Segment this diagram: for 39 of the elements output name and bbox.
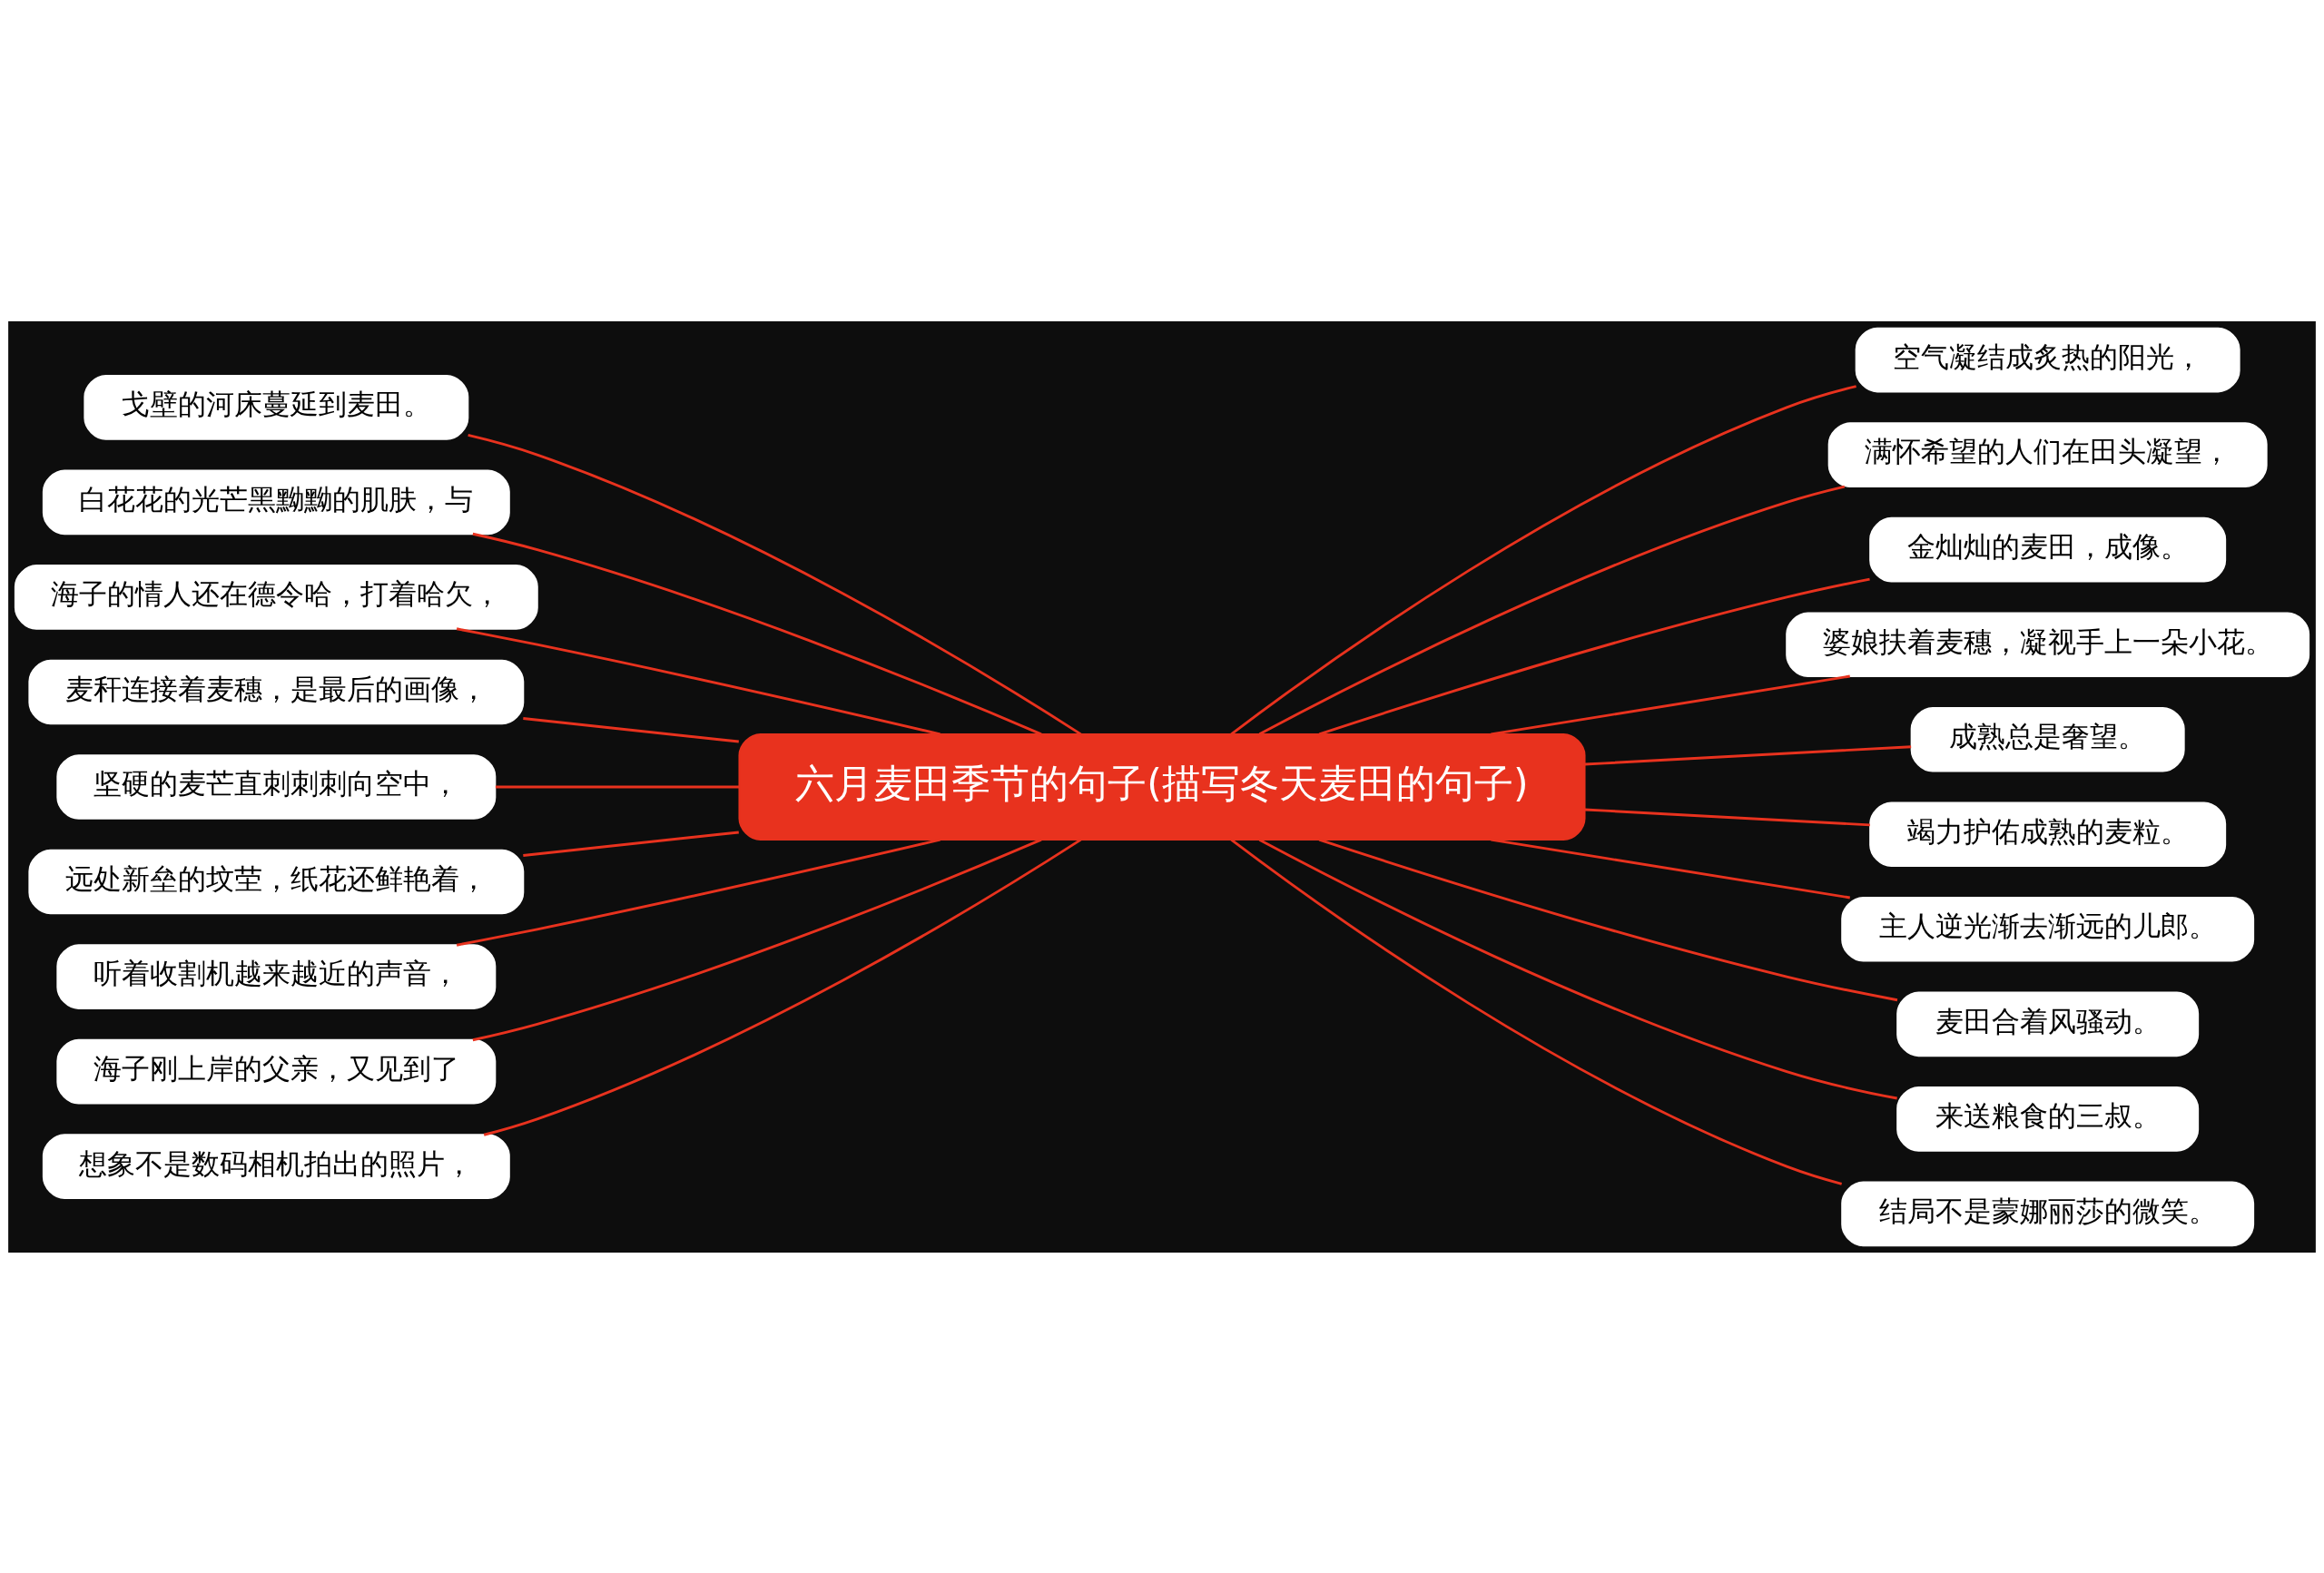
node-box: 麦秆连接着麦穗，是最后的画像， [28, 659, 525, 724]
node-box: 戈壁的河床蔓延到麦田。 [84, 374, 469, 440]
node-box: 坚硬的麦芒直刺刺刺向空中， [56, 753, 497, 820]
connector [523, 716, 739, 742]
node-box: 来送粮食的三叔。 [1896, 1086, 2200, 1152]
connector [1318, 577, 1870, 735]
connector [483, 838, 1082, 1136]
connector [1258, 838, 1897, 1099]
node-box: 六月麦田季节的句子(描写冬天麦田的句子) [738, 732, 1586, 841]
node-box: 金灿灿的麦田，成像。 [1869, 516, 2227, 582]
connector [468, 433, 1082, 735]
connector [523, 831, 739, 857]
node-box: 结局不是蒙娜丽莎的微笑。 [1841, 1181, 2255, 1246]
connector [456, 626, 940, 735]
connector [472, 532, 1042, 735]
node-box: 竭力护佑成熟的麦粒。 [1869, 801, 2227, 867]
node-box: 海子刚上岸的父亲，又见到了 [56, 1038, 497, 1104]
node-box: 想象不是数码相机拍出的照片， [42, 1133, 510, 1199]
connector [1230, 838, 1843, 1185]
connector [1584, 744, 1912, 765]
node-box: 白花花的光芒黑黝黝的肌肤，与 [42, 469, 510, 535]
connector [1584, 808, 1870, 826]
connector [495, 785, 740, 788]
connector [456, 838, 940, 947]
node-box: 满怀希望的人们在田头凝望， [1827, 421, 2268, 487]
node-box: 成熟总是奢望。 [1910, 706, 2185, 772]
connector [1230, 384, 1856, 735]
node-box: 麦田合着风骚动。 [1896, 991, 2200, 1057]
connector [1491, 838, 1850, 899]
connector [1491, 674, 1850, 735]
node-box: 空气凝结成炙热的阳光， [1855, 327, 2240, 392]
node-box: 远处新垒的坟茔，纸花还鲜艳着， [28, 849, 525, 914]
connector [1258, 485, 1846, 735]
node-box: 婆娘扶着麦穗，凝视手上一朵小花。 [1786, 611, 2310, 677]
connector [472, 838, 1042, 1041]
node-box: 海子的情人还在德令哈，打着哈欠， [14, 564, 538, 630]
node-box: 听着收割机越来越近的声音， [56, 943, 497, 1009]
connector [1318, 838, 1898, 1001]
node-box: 主人逆光渐去渐远的儿郎。 [1841, 896, 2255, 962]
